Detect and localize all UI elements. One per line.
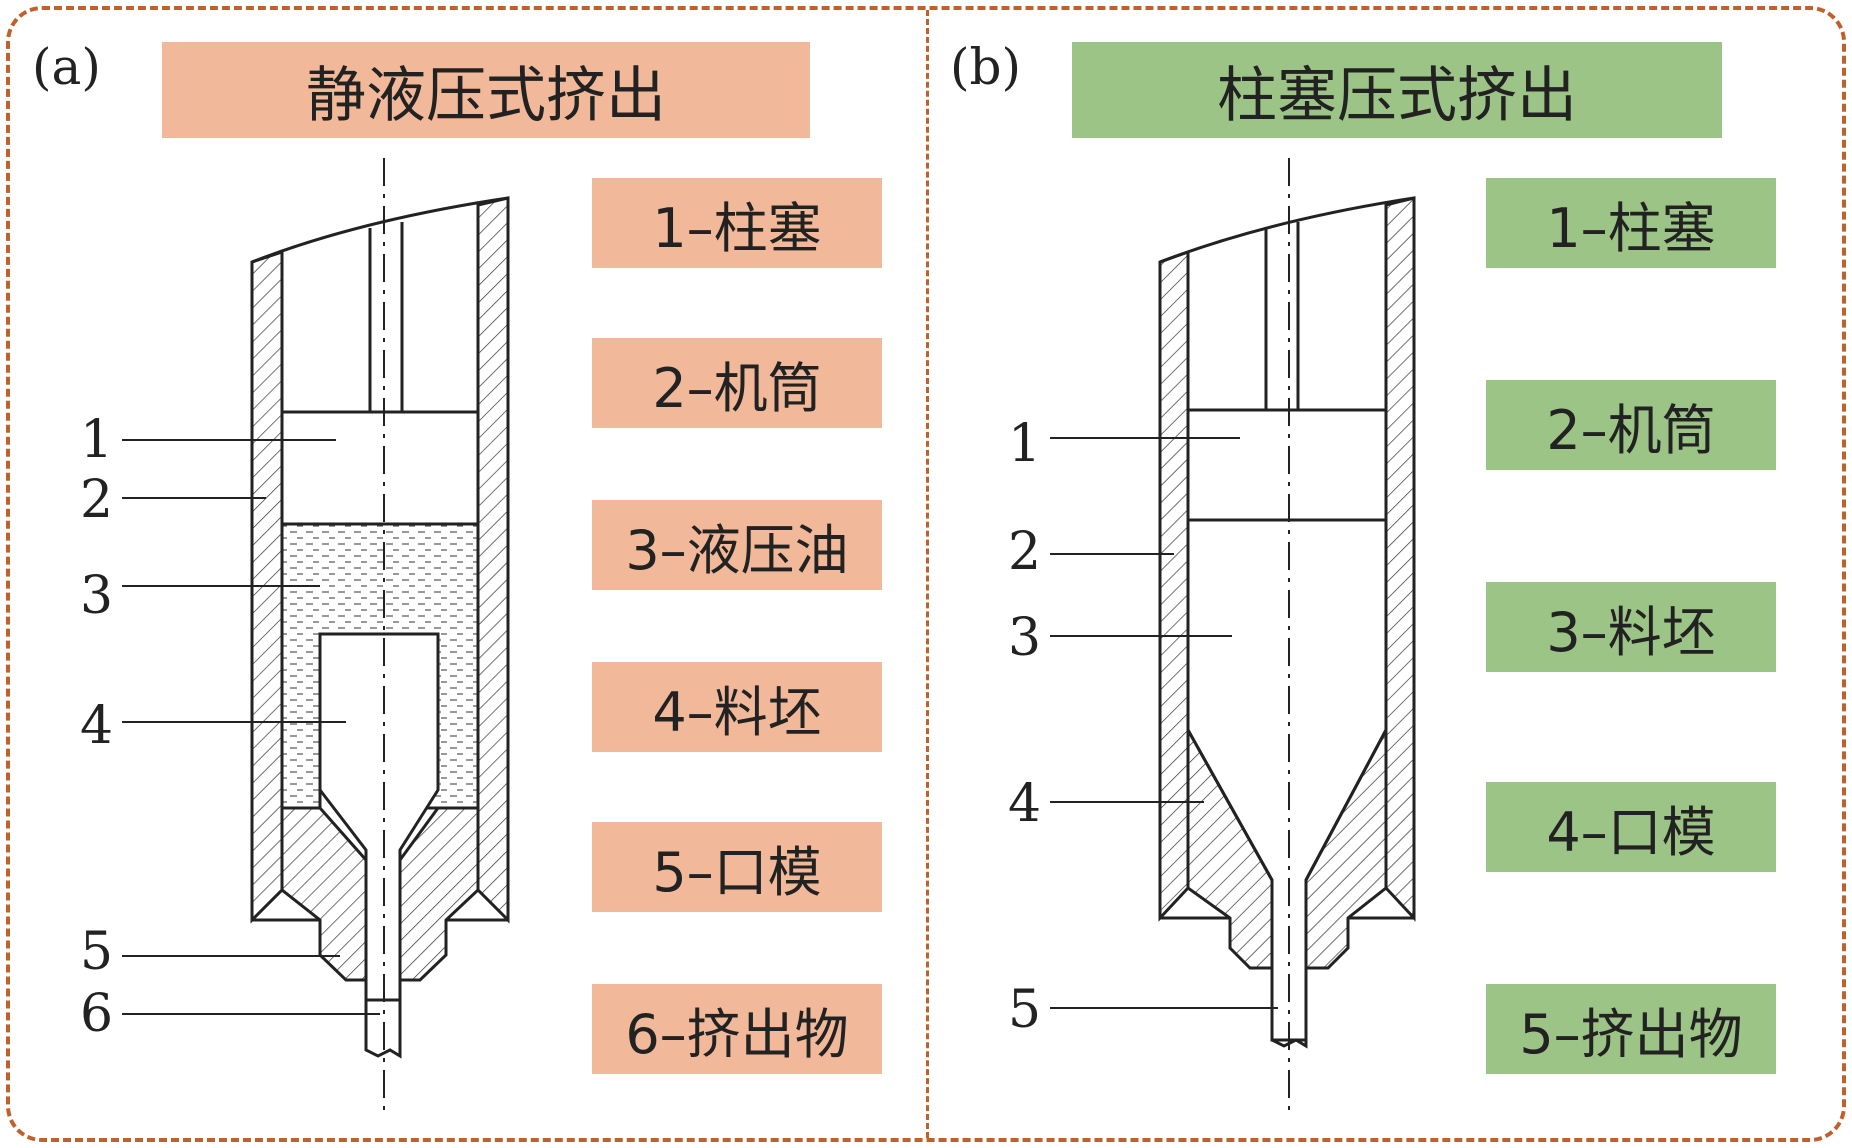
panel-a-num-3: 3 bbox=[80, 566, 114, 626]
panel-b-barrel-right-wall bbox=[1384, 196, 1416, 922]
panel-a-extrudate bbox=[364, 1000, 402, 1059]
panel-a-legend-6: 6–挤出物 bbox=[592, 984, 882, 1074]
panel-b-num-4: 4 bbox=[1008, 774, 1042, 834]
panel-b-top-edge bbox=[1159, 196, 1415, 264]
panel-a-drawing bbox=[122, 158, 510, 1112]
panel-a-legend-4: 4–料坯 bbox=[592, 662, 882, 752]
panel-b-num-3: 3 bbox=[1008, 608, 1042, 668]
panel-a-num-1: 1 bbox=[80, 410, 114, 470]
panel-b-num-5: 5 bbox=[1008, 980, 1042, 1040]
panel-a-num-4: 4 bbox=[80, 696, 114, 756]
panel-b-num-1: 1 bbox=[1008, 414, 1042, 474]
panel-a-plunger bbox=[280, 410, 480, 526]
panel-b-legend-5: 5–挤出物 bbox=[1486, 984, 1776, 1074]
panel-a-title: 静液压式挤出 bbox=[162, 42, 810, 138]
panel-a-tag: (a) bbox=[32, 38, 101, 96]
panel-a-die-right bbox=[398, 806, 480, 982]
panel-b-tag: (b) bbox=[950, 38, 1022, 96]
panel-b-legend-4: 4–口模 bbox=[1486, 782, 1776, 872]
panel-a-num-2: 2 bbox=[80, 470, 114, 530]
panel-b-legend-1: 1–柱塞 bbox=[1486, 178, 1776, 268]
panel-a-num-6: 6 bbox=[80, 984, 114, 1044]
panel-a-legend-2: 2–机筒 bbox=[592, 338, 882, 428]
outer-frame bbox=[6, 6, 1846, 1142]
panel-a-die-left bbox=[280, 806, 368, 982]
panel-b-die-right bbox=[1304, 729, 1388, 970]
panel-a-barrel-right-wall bbox=[476, 196, 510, 924]
panel-b-plunger bbox=[1186, 408, 1388, 522]
panel-a-num-5: 5 bbox=[80, 922, 114, 982]
panel-a-legend-1: 1–柱塞 bbox=[592, 178, 882, 268]
panel-b-legend-2: 2–机筒 bbox=[1486, 380, 1776, 470]
panel-divider bbox=[926, 10, 929, 1138]
panel-b-title: 柱塞压式挤出 bbox=[1072, 42, 1722, 138]
panel-b-drawing bbox=[1050, 158, 1416, 1112]
panel-a-legend-5: 5–口模 bbox=[592, 822, 882, 912]
panel-b-legend-3: 3–料坯 bbox=[1486, 582, 1776, 672]
panel-b-num-2: 2 bbox=[1008, 522, 1042, 582]
panel-a-top-edge bbox=[251, 196, 509, 264]
panel-a-legend-3: 3–液压油 bbox=[592, 500, 882, 590]
panel-b-barrel-left-wall bbox=[1158, 249, 1190, 922]
panel-b-die-left bbox=[1186, 724, 1274, 970]
